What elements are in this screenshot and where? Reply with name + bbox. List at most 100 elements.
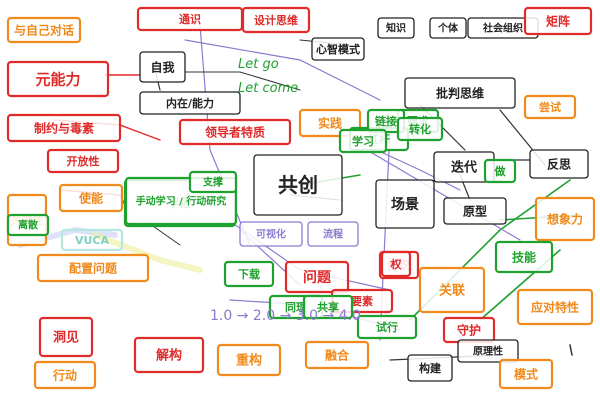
node-changjing: 场景 (375, 179, 435, 229)
node-box (60, 228, 124, 252)
node-shouhu: 守护 (442, 316, 496, 344)
node-jiegou: 解构 (133, 336, 205, 374)
node-zuo: 做 (483, 158, 517, 184)
node-box (457, 339, 519, 363)
node-box (239, 221, 303, 247)
node-box (178, 118, 292, 146)
node-changshi: 尝试 (523, 94, 577, 120)
node-label: 支撑 (202, 176, 223, 189)
node-kaifang: 开放性 (46, 148, 120, 174)
node-box (6, 213, 50, 237)
node-box (36, 253, 150, 283)
node-xiaqian: 下载 (223, 260, 275, 288)
node-xuexi: 学习 (338, 128, 388, 154)
node-box (253, 154, 343, 216)
node-box (407, 354, 453, 382)
node-peishi: 配置问题 (36, 253, 150, 283)
node-quan: 权 (380, 250, 412, 278)
node-label: VUCA (75, 234, 110, 247)
node-label: 关联 (439, 283, 465, 299)
node-label: 与自己对话 (14, 22, 74, 37)
node-label: 模式 (514, 366, 538, 381)
node-kuajie: 可视化 (239, 221, 303, 247)
node-label: 流程 (323, 228, 343, 241)
node-label: 心智模式 (316, 42, 360, 56)
node-box (188, 170, 238, 194)
node-label: 社会组织 (482, 22, 523, 35)
node-label: 个体 (437, 22, 459, 35)
node-box (33, 360, 97, 390)
node-box (523, 6, 593, 36)
annotation-versions: 1.0 → 2.0 → 3.0 → 4.0 (210, 308, 361, 324)
node-box (404, 77, 516, 109)
node-box (139, 91, 241, 115)
node-box (302, 294, 354, 320)
node-label: 链接 (375, 114, 397, 128)
node-yuannengli: 元能力 (6, 60, 110, 98)
node-label: 转化 (409, 122, 431, 136)
node-label: 同理 (285, 301, 307, 314)
node-box (223, 260, 275, 288)
node-label: 矩阵 (545, 13, 570, 28)
node-box (498, 358, 554, 390)
node-label: 反思 (547, 156, 571, 171)
node-jinneng: 技能 (494, 240, 554, 274)
node-box (523, 94, 577, 120)
node-label: 重构 (236, 353, 262, 369)
node-label: 技能 (512, 249, 536, 264)
node-jiaoxue: 手动学习 / 行动研究 (124, 176, 238, 226)
node-label: 离散 (18, 219, 39, 232)
node-box (284, 260, 350, 294)
node-label: 要素 (351, 294, 373, 308)
node-label: 可视化 (256, 228, 286, 241)
node-box (380, 250, 412, 278)
node-zhishi: 知识 (377, 17, 415, 39)
node-moxing: 原型 (443, 197, 507, 225)
node-yuanjian: 洞见 (38, 316, 94, 358)
node-box (534, 196, 596, 242)
node-label: 开放性 (67, 154, 100, 168)
node-box (133, 336, 205, 374)
node-label: 权 (390, 257, 403, 271)
node-fansi: 反思 (529, 149, 589, 179)
node-label: 自我 (150, 59, 174, 74)
node-neizai: 内在/能力 (139, 91, 241, 115)
node-label: 问题 (303, 269, 332, 286)
node-label: 内在/能力 (166, 96, 214, 110)
node-label: 通识 (179, 13, 201, 26)
node-label: 领导者特质 (205, 124, 265, 139)
node-label: 配置问题 (69, 260, 118, 275)
node-label: 应对特性 (531, 299, 579, 314)
node-label: 守护 (457, 322, 481, 337)
node-tongzhi: 通识 (136, 6, 244, 32)
node-label: 想象力 (546, 211, 583, 226)
node-lisan: 离散 (6, 213, 50, 237)
node-bianhuan: 转化 (396, 116, 444, 142)
node-label: 知识 (385, 22, 406, 35)
node-label: 洞见 (53, 331, 79, 346)
node-label: 共享 (317, 300, 339, 314)
node-box (375, 179, 435, 229)
node-moshi: 模式 (498, 358, 554, 390)
node-box (516, 288, 594, 326)
node-box (356, 314, 418, 340)
node-wo-shenghuo: 与自己对话 (6, 16, 82, 44)
node-zhidu: 制约与毒素 (6, 113, 122, 143)
node-label: 实践 (318, 115, 342, 130)
node-label: 迭代 (451, 160, 477, 176)
node-sheji: 设计思维 (241, 6, 311, 34)
node-yingdui: 应对特性 (516, 288, 594, 326)
node-xinzhi: 心智模式 (311, 37, 365, 61)
node-label: 共创 (278, 173, 318, 197)
node-zhutui: 支撑 (188, 170, 238, 194)
node-box (304, 340, 370, 370)
node-diedai: 迭代 (433, 151, 495, 183)
node-box (38, 316, 94, 358)
annotation-letgo: Let go (238, 57, 279, 72)
node-shixiang: 试行 (356, 314, 418, 340)
node-shiyong: 融合 (304, 340, 370, 370)
node-label: 批判思维 (436, 85, 484, 100)
node-label: 解构 (155, 348, 182, 364)
node-gedian: 个体 (429, 17, 467, 39)
